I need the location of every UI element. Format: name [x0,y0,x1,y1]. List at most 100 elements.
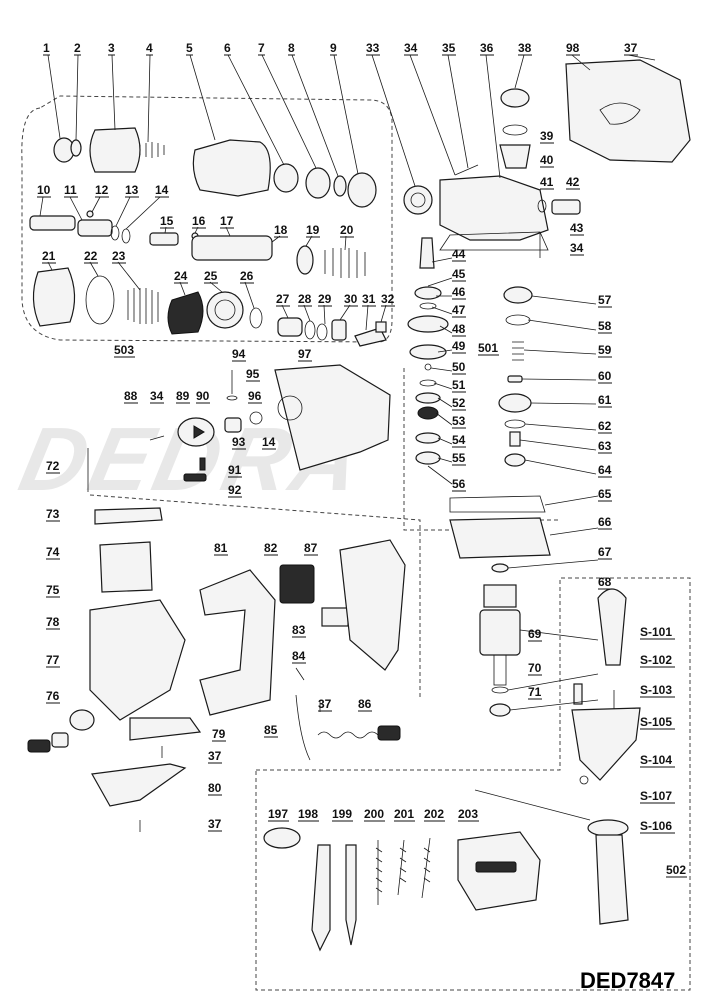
callout-label-95: 95 [246,367,260,381]
part-78 [69,709,95,731]
callout-label-87: 87 [304,541,318,555]
part-87-handle-half [339,539,406,671]
callout-label-46: 46 [452,285,466,299]
part-197 [263,827,301,849]
callout-label-92: 92 [228,483,242,497]
part-44 [419,237,435,269]
callout-label-26: 26 [240,269,254,283]
model-code: DED7847 [580,968,675,993]
callout-label-34c: 34 [150,389,164,403]
part-69-core [479,609,521,656]
callout-label-89: 89 [176,389,190,403]
part-65 [504,453,526,467]
callout-label-75: 75 [46,583,60,597]
callout-label-56: 56 [452,477,466,491]
part-S107-depth-rod [474,789,591,821]
callout-label-58: 58 [598,319,612,333]
callout-label-45: 45 [452,267,466,281]
callout-label-33: 33 [366,41,380,55]
callout-label-201: 201 [394,807,414,821]
part-48 [407,315,449,333]
callout-label-93: 93 [232,435,246,449]
part-50 [424,363,432,371]
callout-label-32: 32 [381,292,395,306]
part-84 [295,667,305,681]
part-83 [321,607,349,627]
part-199-point [345,844,357,946]
callout-label-12: 12 [95,183,109,197]
part-53 [417,406,439,420]
callout-label-57: 57 [598,293,612,307]
callout-label-94: 94 [232,347,246,361]
callout-label-91: 91 [228,463,242,477]
callout-label-47: 47 [452,303,466,317]
callout-label-6: 6 [224,41,231,55]
part-15 [149,232,179,246]
part-61 [507,375,523,383]
part-41 [537,199,547,213]
part-91 [199,457,206,471]
callout-label-20: 20 [340,223,354,237]
callout-label-2: 2 [74,41,81,55]
part-69-shaft [493,654,507,686]
callout-label-44: 44 [452,247,466,261]
callout-label-42: 42 [566,175,580,189]
callout-label-14: 14 [155,183,169,197]
callout-label-49: 49 [452,339,466,353]
callout-label-202: 202 [424,807,444,821]
part-47 [419,302,437,310]
part-74-stator [99,541,153,593]
callout-label-503: 503 [114,343,134,357]
part-17-18 [191,235,273,261]
callout-label-4: 4 [146,41,153,55]
motor-pinion-column [498,286,533,467]
part-54 [415,432,441,444]
part-81-handle [199,569,276,716]
part-39 [502,124,528,136]
callout-label-43: 43 [570,221,584,235]
part-49 [409,344,447,360]
callout-label-10: 10 [37,183,51,197]
part-68 [491,563,509,573]
callout-label-s105: S-105 [640,715,672,729]
callout-label-67: 67 [598,545,612,559]
part-S106-grip [595,834,629,925]
part-200-bit [375,840,383,905]
part-9 [347,172,377,208]
part-86-plug [377,725,401,741]
callout-label-48: 48 [452,322,466,336]
part-98-housing [565,59,691,163]
part-6 [273,163,299,193]
callout-label-37e: 37 [208,817,222,831]
callout-label-55: 55 [452,451,466,465]
part-63 [504,419,526,429]
part-198-chisel [311,844,331,952]
callout-label-24: 24 [174,269,188,283]
part-98-detail [599,102,641,125]
callout-label-1: 1 [43,41,50,55]
leader-lines [39,54,656,711]
part-13 [110,225,120,241]
part-4-spring [139,142,165,158]
callout-label-81: 81 [214,541,228,555]
callout-label-15: 15 [160,214,174,228]
callout-label-s107: S-107 [640,789,672,803]
callout-label-77: 77 [46,653,60,667]
callout-label-s101: S-101 [640,625,672,639]
spindle-row [29,210,366,278]
callout-label-34b: 34 [570,241,584,255]
part-21 [32,267,76,327]
callout-label-60: 60 [598,369,612,383]
callout-label-27: 27 [276,292,290,306]
part-77 [51,732,69,748]
callout-label-39: 39 [540,129,554,143]
part-42 [551,199,581,215]
callout-label-197: 197 [268,807,288,821]
part-76 [27,739,51,753]
part-201-bit [397,839,407,896]
part-71 [489,703,511,717]
callout-label-5: 5 [186,41,193,55]
part-73 [94,507,163,525]
lower-housing-outline [89,494,421,700]
gearbox-housing [403,88,581,258]
